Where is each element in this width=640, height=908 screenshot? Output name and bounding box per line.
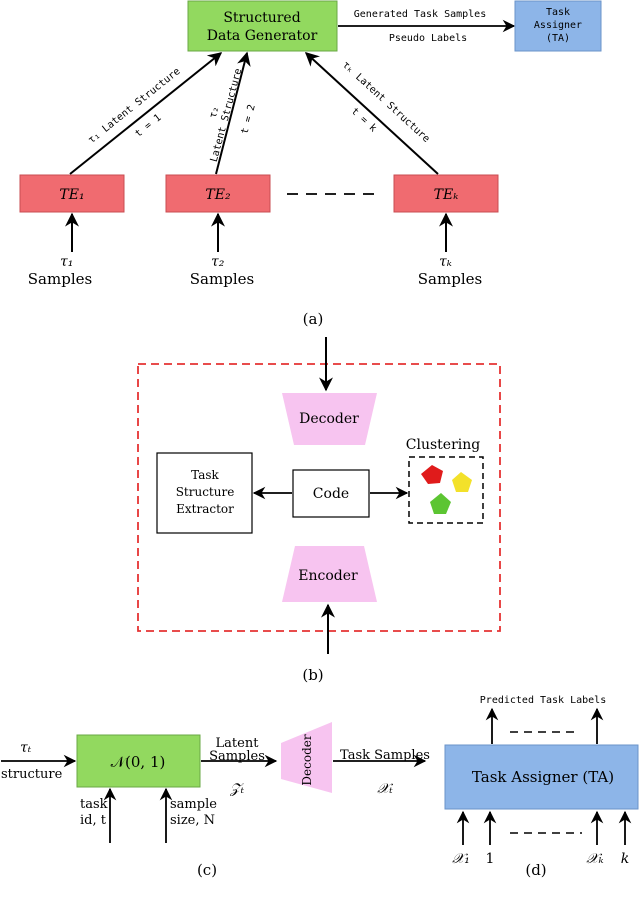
- sample-size-line2: size, N: [170, 813, 215, 828]
- caption-a: (a): [303, 310, 324, 328]
- generator-label-line2: Data Generator: [207, 28, 318, 44]
- link2-tau-label: τ₂: [208, 105, 222, 119]
- task-assigner-box: [514, 0, 602, 52]
- task-assigner-d-box: [444, 744, 639, 810]
- task-samples-label: Task Samples: [340, 748, 430, 763]
- samplesk-label: Samples: [418, 270, 482, 288]
- tek-label: TEₖ: [434, 187, 459, 203]
- sample-size-line1: sample: [170, 797, 217, 812]
- decoder-c-label: Decoder: [300, 734, 314, 785]
- xk-label: 𝒳ₖ: [586, 851, 603, 867]
- code-label: Code: [313, 486, 349, 502]
- link1-t-label: t = 1: [133, 112, 163, 139]
- decoder-trapezoid: [282, 393, 377, 445]
- te1-box: [19, 174, 125, 213]
- encoder-trapezoid: [282, 546, 377, 602]
- generated-task-samples-label: Generated Task Samples: [354, 9, 486, 20]
- ta-label-line1: Task: [546, 7, 570, 18]
- normal-distribution-label: 𝒩(0, 1): [111, 753, 166, 771]
- k-label: k: [621, 851, 629, 867]
- z-t-label: 𝒵ₜ: [229, 781, 245, 797]
- tek-box: [393, 174, 499, 213]
- te2-label: TE₂: [205, 187, 231, 203]
- tau1-label: τ₁: [60, 254, 73, 270]
- one-label: 1: [486, 851, 495, 867]
- normal-distribution-box: [76, 734, 201, 788]
- tauk-label: τₖ: [439, 254, 452, 270]
- decoder-c-trapezoid: [281, 722, 332, 793]
- extractor-label-line1: Task: [191, 468, 219, 482]
- latent-label-line2: Samples: [209, 749, 265, 764]
- linkk-latent-structure-label: τₖ Latent Structure: [340, 59, 432, 144]
- task-structure-extractor-box: [156, 452, 253, 534]
- generator-label-line1: Structured: [223, 10, 300, 26]
- encoder-label: Encoder: [298, 568, 358, 584]
- task-id-line2: id, t: [80, 813, 107, 828]
- pseudo-labels-label: Pseudo Labels: [389, 33, 467, 44]
- samples1-label: Samples: [28, 270, 92, 288]
- latent-label-line1: Latent: [216, 736, 260, 751]
- panel-d: Predicted Task Labels Task Assigner (TA)…: [444, 695, 639, 879]
- tek-to-generator-arrow: [304, 52, 439, 175]
- structured-data-generator-box: [187, 0, 338, 52]
- code-box: [292, 469, 370, 518]
- panel-a: Structured Data Generator Generated Task…: [19, 0, 602, 328]
- decoder-label: Decoder: [299, 411, 359, 427]
- x-t-label: 𝒳ₜ: [377, 781, 393, 797]
- task-id-line1: task: [80, 797, 108, 812]
- panel-c: τₜ structure 𝒩(0, 1) Latent Samples 𝒵ₜ D…: [1, 722, 430, 879]
- extractor-label-line2: Structure: [176, 485, 235, 499]
- task-assigner-d-label: Task Assigner (TA): [472, 768, 614, 786]
- te1-to-generator-arrow: [69, 52, 223, 175]
- te2-to-generator-arrow: [215, 51, 251, 175]
- predicted-task-labels: Predicted Task Labels: [480, 695, 606, 706]
- te2-box: [165, 174, 271, 213]
- structure-label: structure: [1, 767, 63, 782]
- samples2-label: Samples: [190, 270, 254, 288]
- caption-c: (c): [197, 861, 217, 879]
- link2-t-label: t = 2: [239, 103, 257, 135]
- caption-b: (b): [302, 666, 323, 684]
- tau2-label: τ₂: [211, 254, 225, 270]
- ta-label-line3: (TA): [546, 33, 570, 44]
- te1-label: TE₁: [59, 187, 84, 203]
- red-cluster-pentagon: [421, 465, 443, 484]
- tau-t-label: τₜ: [20, 740, 32, 756]
- linkk-t-label: t = k: [349, 106, 379, 134]
- autoencoder-dashed-frame: [137, 363, 501, 632]
- green-cluster-pentagon: [430, 493, 451, 514]
- extractor-label-line3: Extractor: [176, 502, 234, 516]
- panel-b: Decoder Code Task Structure Extractor Cl…: [137, 337, 501, 684]
- clustering-label: Clustering: [406, 437, 480, 453]
- yellow-cluster-pentagon: [452, 472, 472, 492]
- caption-d: (d): [525, 861, 546, 879]
- x1-label: 𝒳₁: [452, 851, 470, 867]
- ta-label-line2: Assigner: [534, 20, 582, 31]
